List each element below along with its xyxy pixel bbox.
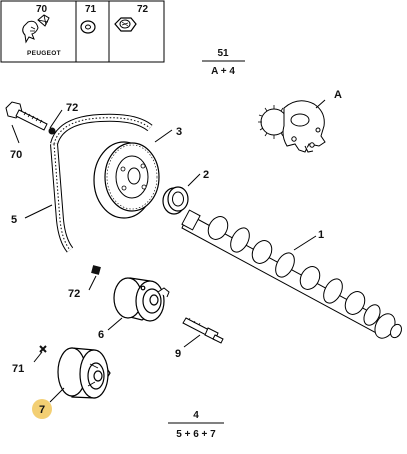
callout-label-71: 72 — [66, 102, 78, 114]
peugeot-lion-logo — [22, 20, 39, 44]
washer-icon — [80, 20, 96, 34]
timing-belt-part — [50, 113, 153, 253]
leader-line — [49, 387, 65, 403]
clip-marker — [39, 345, 47, 353]
nut-marker — [91, 265, 101, 275]
leader-line — [33, 351, 43, 363]
callout-label-a: A — [334, 89, 342, 101]
callout-label-2: 2 — [203, 169, 209, 181]
washer-dot — [48, 127, 56, 135]
header-ref-71: 71 — [85, 4, 97, 15]
tensioner-roller-part — [113, 277, 170, 322]
stud-part — [182, 317, 224, 344]
kit-contents-4: 5 + 6 + 7 — [176, 429, 216, 440]
callout-label-7: 7 — [39, 404, 45, 416]
leader-line — [187, 173, 201, 187]
nut-icon — [114, 17, 137, 32]
leader-line — [293, 235, 317, 251]
bolt-part — [5, 101, 48, 131]
leader-line — [315, 99, 326, 109]
callout-label-8: 9 — [175, 348, 181, 360]
oil-seal-part — [162, 186, 189, 215]
leader-line — [88, 275, 97, 291]
header-frame — [0, 0, 165, 63]
callout-label-70: 71 — [12, 363, 24, 375]
header-ref-70: 70 — [36, 4, 48, 15]
callout-label-1: 1 — [318, 229, 324, 241]
callout-label-3: 3 — [176, 126, 182, 138]
callout-label-72: 72 — [68, 288, 80, 300]
callout-label-6: 6 — [98, 329, 104, 341]
clip-icon — [37, 14, 50, 27]
leader-line — [11, 124, 20, 144]
callout-label-5: 5 — [11, 214, 17, 226]
callout-label-9: 70 — [10, 149, 22, 161]
kit-contents-51: A + 4 — [211, 66, 235, 77]
highlight-badge — [32, 399, 52, 419]
idler-roller-part — [57, 347, 111, 399]
kit-number-51: 51 — [217, 48, 229, 59]
leader-line — [154, 129, 173, 143]
leader-line — [183, 334, 201, 348]
header-ref-72: 72 — [137, 4, 149, 15]
brand-name: PEUGEOT — [27, 50, 61, 57]
leader-line — [49, 109, 63, 129]
camshaft-part — [181, 209, 403, 339]
leader-line — [107, 317, 123, 331]
kit-number-4: 4 — [193, 410, 199, 421]
water-pump-part — [258, 100, 326, 153]
camshaft-pulley-part — [93, 141, 160, 219]
leader-line — [24, 204, 53, 219]
